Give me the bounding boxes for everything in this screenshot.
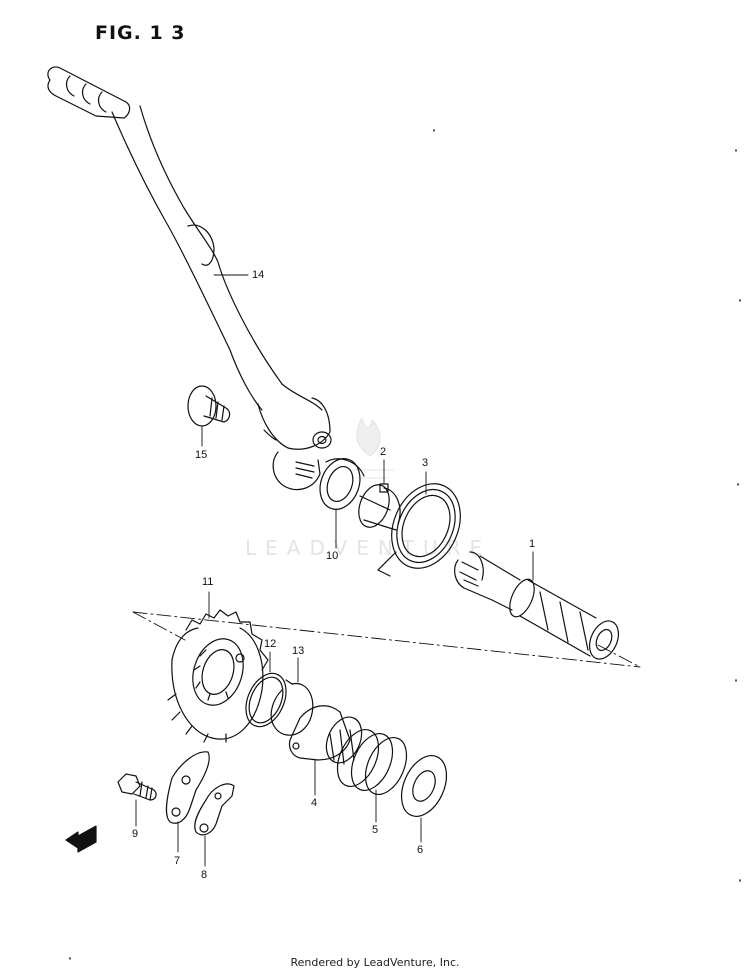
callout-13: 13 xyxy=(292,645,305,657)
drive-gear-part-11[interactable] xyxy=(167,609,269,743)
retainer-plate-part-8[interactable] xyxy=(194,783,235,836)
spring-part-5[interactable] xyxy=(329,723,414,800)
kick-shaft-part-1[interactable] xyxy=(454,551,624,664)
kick-spring-part-3[interactable] xyxy=(377,473,473,579)
callout-7: 7 xyxy=(174,855,181,867)
callout-6: 6 xyxy=(417,844,424,856)
callout-9: 9 xyxy=(132,828,139,840)
callout-4: 4 xyxy=(311,797,318,809)
oil-seal-part-10[interactable] xyxy=(313,453,366,515)
callout-3: 3 xyxy=(422,457,429,469)
guide-plate-part-7[interactable] xyxy=(165,751,210,824)
watermark-logo xyxy=(349,417,395,479)
callout-14: 14 xyxy=(252,269,265,281)
callout-1: 1 xyxy=(529,538,536,550)
bolt-part-9[interactable] xyxy=(117,773,157,801)
callout-12: 12 xyxy=(264,638,277,650)
callout-8: 8 xyxy=(201,869,208,881)
footer-credit: Rendered by LeadVenture, Inc. xyxy=(290,956,460,969)
circlip-part-13[interactable] xyxy=(270,679,314,736)
scan-artifacts xyxy=(69,129,741,960)
washer-part-6[interactable] xyxy=(393,749,456,824)
callout-5: 5 xyxy=(372,824,379,836)
fwd-arrow-icon: FWD xyxy=(65,825,97,853)
callout-10: 10 xyxy=(326,550,339,562)
callout-11: 11 xyxy=(202,576,214,588)
watermark-text: LEADVENTURE xyxy=(245,536,492,560)
washer-part-12[interactable] xyxy=(238,667,294,733)
callout-15: 15 xyxy=(195,449,208,461)
kick-lever-part-14[interactable] xyxy=(47,66,332,491)
figure-title: FIG. 1 3 xyxy=(95,22,186,44)
pawl-part-4[interactable] xyxy=(288,705,368,769)
callout-2: 2 xyxy=(380,446,387,458)
lever-bolt-part-15[interactable] xyxy=(187,385,231,427)
